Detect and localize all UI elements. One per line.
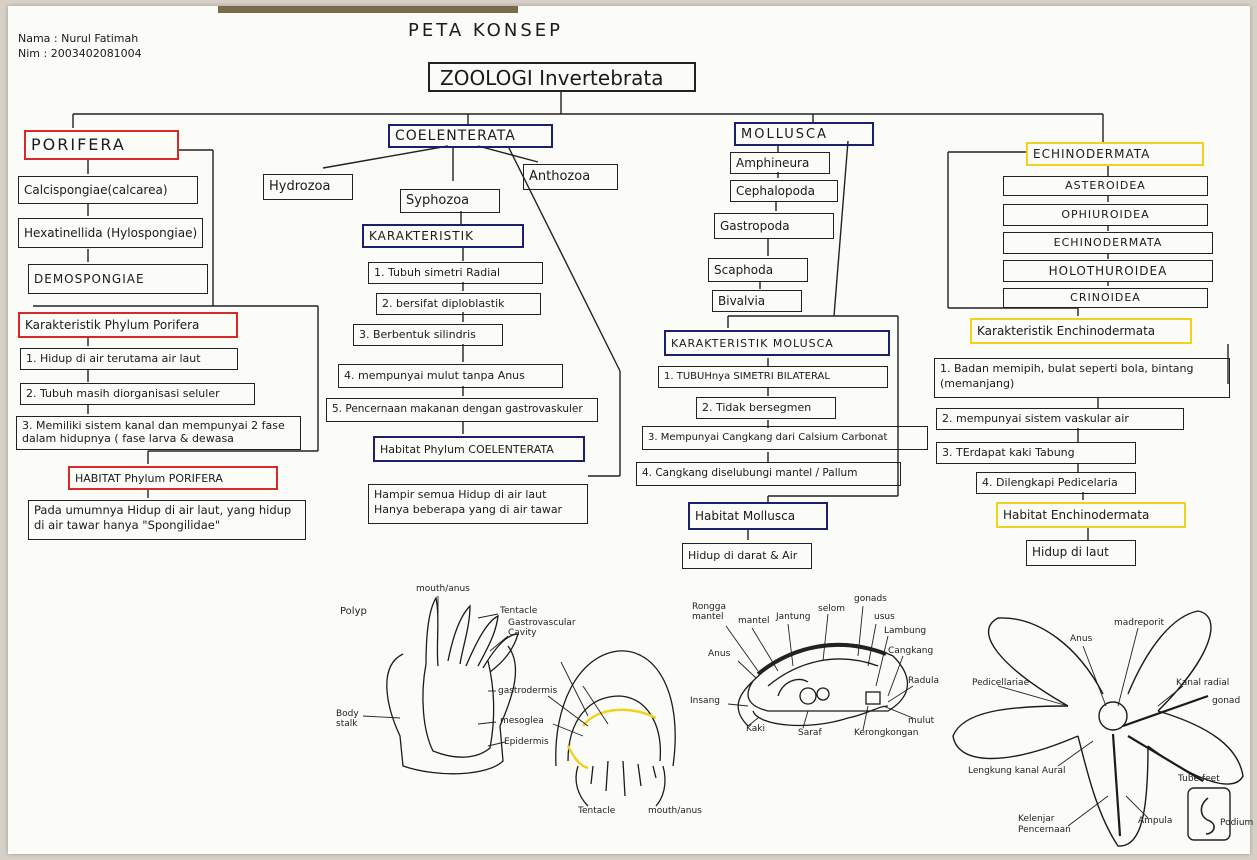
porifera-characteristic: 1. Hidup di air terutama air laut <box>20 348 238 370</box>
coelenterata-characteristic: 2. bersifat diploblastik <box>376 293 541 315</box>
diagram-label: Body stalk <box>336 709 359 729</box>
diagram-label: Tentacle <box>500 606 538 616</box>
echinodermata-class: CRINOIDEA <box>1003 288 1208 308</box>
coelenterata-class: Syphozoa <box>400 189 500 213</box>
coelenterata-class: Anthozoa <box>523 164 618 190</box>
photo-border <box>218 6 518 13</box>
diagram-label: Anus <box>1070 634 1093 644</box>
diagram-label: Rongga mantel <box>692 602 727 622</box>
coelenterata-characteristic: 5. Pencernaan makanan dengan gastrovasku… <box>326 398 598 422</box>
diagram-label: mantel <box>738 616 770 626</box>
mollusca-title: MOLLUSCA <box>734 122 874 146</box>
mollusca-class: Scaphoda <box>708 258 808 282</box>
echinodermata-class: OPHIUROIDEA <box>1003 204 1208 226</box>
diagram-label: Podium <box>1220 818 1254 828</box>
diagram-label: Jantung <box>776 612 811 622</box>
echinodermata-characteristic: 3. TErdapat kaki Tabung <box>936 442 1136 464</box>
author-name: Nama : Nurul Fatimah <box>18 32 139 45</box>
diagram-label: mulut <box>908 716 935 726</box>
echinodermata-characteristic: 1. Badan memipih, bulat seperti bola, bi… <box>934 358 1230 398</box>
echinodermata-class: ASTEROIDEA <box>1003 176 1208 196</box>
porifera-characteristic: 2. Tubuh masih diorganisasi seluler <box>20 383 255 405</box>
mollusca-characteristic: 1. TUBUHnya SIMETRI BILATERAL <box>658 366 888 388</box>
diagram-label: Cangkang <box>888 646 934 656</box>
mollusca-class: Bivalvia <box>712 290 802 312</box>
mollusca-characteristic: 3. Mempunyai Cangkang dari Calsium Carbo… <box>642 426 928 450</box>
porifera-class: DEMOSPONGIAE <box>28 264 208 294</box>
diagram-label: Kaki <box>746 724 765 734</box>
diagram-label: Lengkung kanal Aural <box>968 766 1066 776</box>
medusa-drawing <box>555 650 676 807</box>
echinodermata-habitat-title: Habitat Enchinodermata <box>996 502 1186 528</box>
diagram-label: Epidermis <box>504 737 549 747</box>
diagram-label: gonad <box>1212 696 1241 706</box>
mollusca-characteristics-title: KARAKTERISTIK MOLUSCA <box>664 330 890 356</box>
diagram-label: Radula <box>908 676 940 686</box>
coelenterata-characteristic: 4. mempunyai mulut tanpa Anus <box>338 364 563 388</box>
diagram-label: Insang <box>690 696 720 706</box>
diagram-label: Kelenjar Pencernaan <box>1018 814 1071 835</box>
mollusca-class: Gastropoda <box>714 213 834 239</box>
mollusca-habitat: Hidup di darat & Air <box>682 543 812 569</box>
page-title: PETA KONSEP <box>408 20 563 41</box>
diagram-label: usus <box>874 612 895 622</box>
echinodermata-class: HOLOTHUROIDEA <box>1003 260 1213 282</box>
mollusca-characteristic: 4. Cangkang diselubungi mantel / Pallum <box>636 462 901 486</box>
echinodermata-characteristic: 2. mempunyai sistem vaskular air <box>936 408 1184 430</box>
mollusca-class: Cephalopoda <box>730 180 838 202</box>
porifera-characteristic: 3. Memiliki sistem kanal dan mempunyai 2… <box>16 416 301 450</box>
porifera-habitat-title: HABITAT Phylum PORIFERA <box>68 466 278 490</box>
snail-drawing <box>737 643 909 727</box>
diagram-label: Anus <box>708 649 731 659</box>
echinodermata-characteristic: 4. Dilengkapi Pedicelaria <box>976 472 1136 494</box>
connector-lines <box>33 90 1244 847</box>
diagram-label: Gastrovascular Cavity <box>508 618 576 638</box>
porifera-title: PORIFERA <box>24 130 179 160</box>
diagram-label: gastrodermis <box>498 686 558 696</box>
mollusca-characteristic: 2. Tidak bersegmen <box>696 397 836 419</box>
echinodermata-class: ECHINODERMATA <box>1003 232 1213 254</box>
coelenterata-class: Hydrozoa <box>263 174 353 200</box>
diagram-label: Saraf <box>798 728 822 738</box>
diagram-label: mesoglea <box>500 716 544 726</box>
student-id: Nim : 2003402081004 <box>18 47 142 60</box>
main-title-box: ZOOLOGI Invertebrata <box>428 62 696 92</box>
diagram-label: mouth/anus <box>416 584 470 594</box>
coelenterata-habitat: Hampir semua Hidup di air laut Hanya beb… <box>368 484 588 524</box>
diagram-label: Ampula <box>1138 816 1173 826</box>
echinodermata-characteristics-title: Karakteristik Enchinodermata <box>970 318 1192 344</box>
coelenterata-characteristic: 3. Berbentuk silindris <box>353 324 503 346</box>
echinodermata-habitat: Hidup di laut <box>1026 540 1136 566</box>
coelenterata-title: COELENTERATA <box>388 124 553 148</box>
diagram-label: Kanal radial <box>1176 678 1230 688</box>
mollusca-habitat-title: Habitat Mollusca <box>688 502 828 530</box>
porifera-characteristics-title: Karakteristik Phylum Porifera <box>18 312 238 338</box>
diagram-label: mouth/anus <box>648 806 702 816</box>
coelenterata-characteristics-title: KARAKTERISTIK <box>362 224 524 248</box>
porifera-class: Hexatinellida (Hylospongiae) <box>18 218 203 248</box>
coelenterata-characteristic: 1. Tubuh simetri Radial <box>368 262 543 284</box>
porifera-habitat: Pada umumnya Hidup di air laut, yang hid… <box>28 500 306 540</box>
diagram-label: madreporit <box>1114 618 1164 628</box>
diagram-label: Tentacle <box>578 806 616 816</box>
mollusca-class: Amphineura <box>730 152 830 174</box>
diagram-label: Tube feet <box>1178 774 1220 784</box>
porifera-class: Calcispongiae(calcarea) <box>18 176 198 204</box>
diagram-label: Pedicellariae <box>972 678 1030 688</box>
echinodermata-title: ECHINODERMATA <box>1026 142 1204 166</box>
diagram-label: Kerongkongan <box>854 728 919 738</box>
paper-sheet: PETA KONSEP Nama : Nurul Fatimah Nim : 2… <box>8 6 1254 854</box>
coelenterata-habitat-title: Habitat Phylum COELENTERATA <box>373 436 585 462</box>
starfish-drawing <box>952 610 1244 847</box>
diagram-label: selom <box>818 604 845 614</box>
polyp-title: Polyp <box>340 606 367 617</box>
polyp-drawing <box>386 596 519 775</box>
diagram-label: gonads <box>854 594 887 604</box>
diagram-label: Lambung <box>884 626 927 636</box>
